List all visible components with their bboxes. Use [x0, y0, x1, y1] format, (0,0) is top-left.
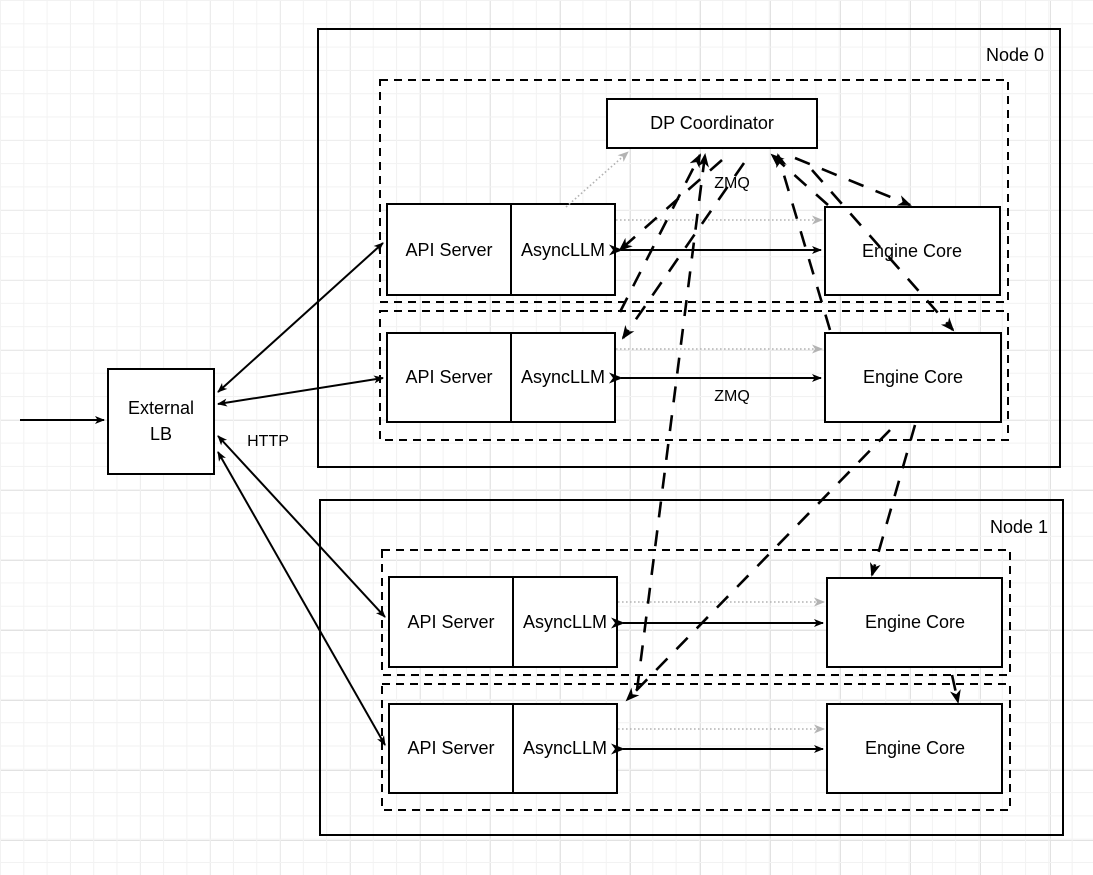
engine-core-box-0[interactable]	[824, 206, 1001, 296]
lb-to-api-server-arrow-0	[217, 242, 384, 393]
dashed-coordinator-to-async0-arrow	[618, 159, 723, 252]
api-server-async-llm-box-0[interactable]	[386, 203, 616, 296]
engine-core-label-0: Engine Core	[862, 241, 962, 261]
external-lb-label-line1: External	[128, 398, 194, 418]
dashed-rank1-to-coordinator-arrow	[618, 153, 702, 313]
engine-core-box-3[interactable]	[826, 703, 1003, 794]
dashed-coordinator-to-engine0-arrow	[794, 156, 912, 207]
async-llm-label-3: AsyncLLM	[523, 738, 607, 758]
external-lb-label-line2: LB	[150, 424, 172, 444]
api-server-label-2: API Server	[407, 612, 494, 632]
async-llm-label-1: AsyncLLM	[521, 367, 605, 387]
engine-core-box-2[interactable]	[826, 577, 1003, 668]
lb-to-api-server-arrow-1	[217, 375, 384, 407]
async-llm-label-2: AsyncLLM	[523, 612, 607, 632]
engine-core-label-2: Engine Core	[865, 612, 965, 632]
dotted-async-to-coordinator-arrow	[565, 151, 629, 208]
api-server-label-3: API Server	[407, 738, 494, 758]
dashed-engine2-to-engine3-arrow	[950, 674, 961, 704]
api-server-label-1: API Server	[405, 367, 492, 387]
api-server-async-llm-box-3[interactable]	[388, 703, 618, 794]
zmq-label-second: ZMQ	[714, 388, 750, 405]
dp-coordinator-label: DP Coordinator	[650, 113, 774, 133]
rank-container-0	[379, 79, 1009, 303]
rank-container-3	[381, 683, 1011, 811]
dashed-engine1-to-coordinator-arrow	[776, 153, 832, 331]
lb-to-api-server-arrow-2	[217, 435, 386, 618]
node-0-label: Node 0	[986, 45, 1044, 65]
dashed-coordinator-to-engine1-arrow	[811, 169, 955, 332]
dp-coordinator-box[interactable]	[606, 98, 818, 149]
api-server-async-llm-box-1[interactable]	[386, 332, 616, 423]
engine-core-label-3: Engine Core	[865, 738, 965, 758]
dashed-rank3-to-coordinator-arrow	[635, 153, 709, 691]
dashed-node0-to-engine2-arrow	[870, 424, 917, 577]
engine-core-box-1[interactable]	[824, 332, 1002, 423]
zmq-label-top: ZMQ	[714, 175, 750, 192]
async-llm-label-0: AsyncLLM	[521, 240, 605, 260]
dashed-coordinator-to-async1-arrow	[621, 162, 746, 340]
http-label: HTTP	[247, 433, 289, 450]
node-1-label: Node 1	[990, 517, 1048, 537]
api-server-label-0: API Server	[405, 240, 492, 260]
engine-core-label-1: Engine Core	[863, 367, 963, 387]
dashed-node0-to-async3-arrow	[625, 429, 891, 702]
lb-to-api-server-arrow-3	[217, 451, 386, 746]
external-lb-box[interactable]	[107, 368, 215, 475]
